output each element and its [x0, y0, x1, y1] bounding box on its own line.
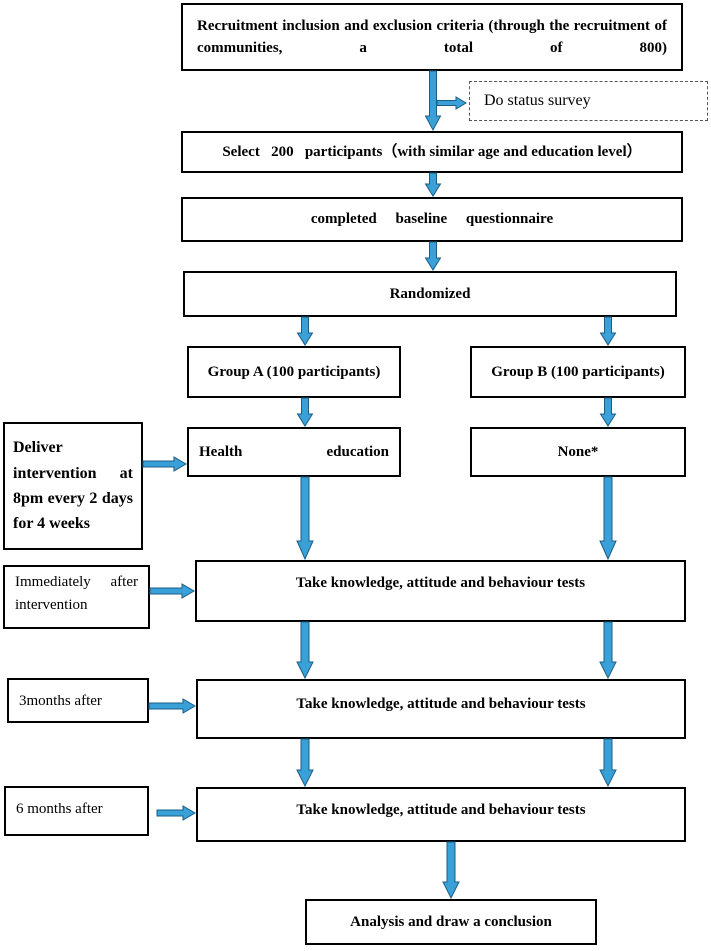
conclusion-box: Analysis and draw a conclusion — [305, 899, 597, 945]
deliver-intervention-text: Deliver intervention at 8pm every 2 days… — [13, 439, 133, 533]
none-box: None* — [470, 427, 686, 477]
arrow-randomized-to-group-b — [599, 316, 617, 346]
test-immediately-box: Take knowledge, attitude and behaviour t… — [195, 560, 686, 622]
arrow-group-a-to-education — [296, 397, 314, 427]
baseline-questionnaire-text: completed baseline questionnaire — [310, 211, 554, 228]
arrow-3months-to-test — [148, 698, 196, 714]
test-6months-box: Take knowledge, attitude and behaviour t… — [196, 787, 686, 842]
test-immediately-text: Take knowledge, attitude and behaviour t… — [295, 575, 586, 591]
group-a-box: Group A (100 participants) — [187, 346, 401, 398]
arrow-test1-to-test2-left — [296, 621, 314, 680]
randomized-text: Randomized — [389, 285, 471, 302]
status-survey-box: Do status survey — [469, 81, 708, 121]
arrow-select-to-baseline — [424, 172, 442, 197]
health-education-text: Health education — [199, 443, 389, 460]
test-6months-text: Take knowledge, attitude and behaviour t… — [296, 802, 586, 818]
none-text: None* — [557, 443, 599, 460]
six-months-label-box: 6 months after — [4, 786, 149, 836]
immediately-after-label: Immediately after intervention — [15, 574, 138, 614]
randomized-box: Randomized — [183, 271, 677, 317]
arrow-test2-to-test3-left — [296, 738, 314, 788]
status-survey-text: Do status survey — [484, 92, 591, 109]
health-education-box: Health education — [187, 427, 401, 477]
arrow-immediately-to-test — [149, 583, 195, 599]
arrow-randomized-to-group-a — [296, 316, 314, 346]
arrow-group-b-to-none — [599, 397, 617, 427]
select-participants-text: Select 200 participants（with similar age… — [222, 143, 642, 160]
arrow-none-to-test — [599, 476, 617, 561]
recruitment-text: Recruitment inclusion and exclusion crit… — [197, 17, 667, 57]
group-b-box: Group B (100 participants) — [470, 346, 686, 398]
arrow-recruit-to-select — [424, 70, 442, 132]
arrow-baseline-to-randomized — [424, 241, 442, 271]
deliver-intervention-box: Deliver intervention at 8pm every 2 days… — [3, 422, 143, 550]
six-months-label: 6 months after — [16, 801, 103, 817]
select-participants-box: Select 200 participants（with similar age… — [181, 131, 683, 173]
conclusion-text: Analysis and draw a conclusion — [350, 913, 552, 930]
baseline-questionnaire-box: completed baseline questionnaire — [181, 197, 683, 242]
three-months-label-box: 3months after — [7, 678, 149, 723]
test-3months-text: Take knowledge, attitude and behaviour t… — [296, 696, 586, 712]
group-b-text: Group B (100 participants) — [491, 363, 665, 380]
arrow-test1-to-test2-right — [599, 621, 617, 680]
arrow-education-to-test — [296, 476, 314, 561]
recruitment-box: Recruitment inclusion and exclusion crit… — [181, 3, 683, 71]
immediately-after-label-box: Immediately after intervention — [3, 565, 150, 629]
arrow-deliver-to-education — [142, 456, 187, 472]
arrow-test3-to-conclusion — [442, 841, 460, 900]
arrow-to-status-survey — [436, 96, 467, 110]
arrow-test2-to-test3-right — [599, 738, 617, 788]
arrow-6months-to-test — [156, 805, 196, 821]
test-3months-box: Take knowledge, attitude and behaviour t… — [196, 679, 686, 739]
three-months-label: 3months after — [19, 693, 102, 709]
group-a-text: Group A (100 participants) — [207, 363, 381, 380]
